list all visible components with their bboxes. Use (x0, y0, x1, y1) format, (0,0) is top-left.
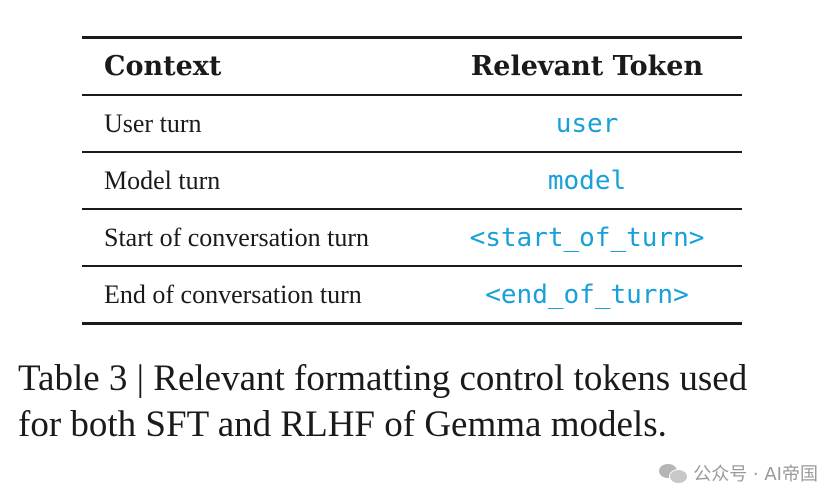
row-token-cell: <start_of_turn> (469, 222, 705, 253)
row-context-cell: End of conversation turn (104, 279, 362, 309)
row-context-cell: User turn (104, 108, 202, 138)
table-row: User turn user (82, 95, 742, 152)
row-token-cell: model (547, 165, 627, 196)
row-context-cell: Start of conversation turn (104, 222, 369, 252)
wechat-icon (659, 462, 689, 484)
formatting-tokens-table-container: Context Relevant Token User turn user Mo… (82, 36, 742, 325)
caption-line-1: Table 3 | Relevant formatting control to… (18, 358, 748, 399)
header-relevant-token: Relevant Token (470, 51, 704, 82)
formatting-tokens-table: Context Relevant Token User turn user Mo… (82, 36, 742, 325)
table-row: Start of conversation turn <start_of_tur… (82, 209, 742, 266)
table-row: Model turn model (82, 152, 742, 209)
row-token-cell: <end_of_turn> (485, 279, 689, 310)
header-context: Context (104, 51, 222, 82)
watermark: 公众号 · AI帝国 (659, 460, 818, 486)
table-row: End of conversation turn <end_of_turn> (82, 266, 742, 324)
row-token-cell: user (555, 108, 619, 139)
watermark-text: 公众号 · AI帝国 (693, 464, 818, 485)
table-header-row: Context Relevant Token (82, 37, 742, 95)
row-context-cell: Model turn (104, 165, 221, 195)
table-caption: Table 3 | Relevant formatting control to… (18, 356, 828, 448)
caption-line-2: for both SFT and RLHF of Gemma models. (18, 404, 667, 445)
